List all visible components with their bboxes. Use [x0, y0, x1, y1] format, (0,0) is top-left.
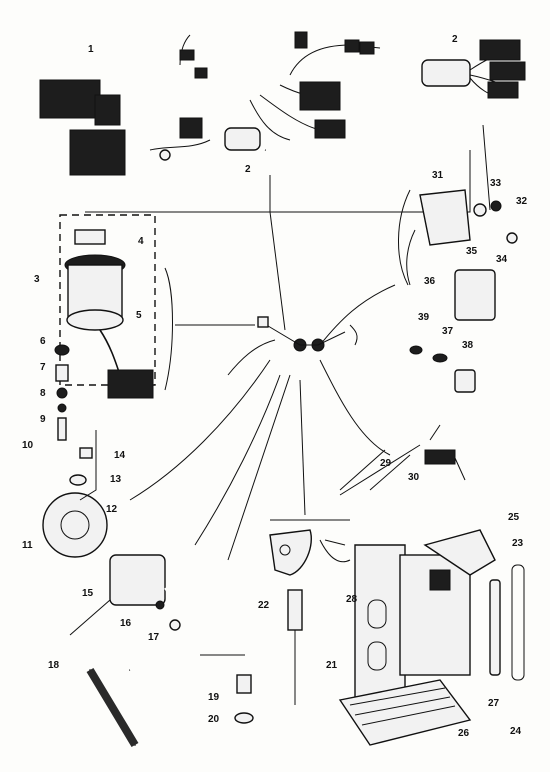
callout-11: 11	[22, 540, 33, 551]
callout-27: 27	[488, 698, 500, 709]
callout-4: 4	[138, 236, 144, 247]
callout-18: 18	[48, 660, 60, 671]
callout-33: 33	[490, 178, 502, 189]
callout-9: 9	[40, 414, 46, 425]
callout-8: 8	[40, 388, 46, 399]
fastener-stack	[54, 344, 70, 441]
center-junction	[227, 316, 346, 376]
callout-2: 2	[452, 34, 458, 45]
callout-7: 7	[40, 362, 46, 373]
callout-21: 21	[326, 660, 338, 671]
callout-20: 20	[208, 714, 220, 725]
horn	[42, 359, 271, 558]
callout-14: 14	[114, 450, 126, 461]
callout-24: 24	[510, 726, 522, 737]
callout-2b: 2	[245, 164, 251, 175]
callout-22: 22	[258, 600, 270, 611]
callout-36: 36	[424, 276, 436, 287]
callout-19: 19	[208, 692, 220, 703]
callout-39: 39	[418, 312, 430, 323]
callout-34: 34	[496, 254, 508, 265]
callout-1: 1	[88, 44, 94, 55]
callout-labels: 1 2 2 3 4 5 6 7 8 9 10 11 12 13 14 15 16…	[22, 34, 528, 739]
callout-30: 30	[408, 472, 420, 483]
callout-29: 29	[380, 458, 392, 469]
rectifier-group	[319, 124, 518, 393]
wire-harness	[39, 31, 526, 176]
relay-group	[319, 359, 466, 496]
callout-25: 25	[508, 512, 520, 523]
harness-bracket	[85, 150, 471, 213]
callout-17: 17	[148, 632, 160, 643]
callout-35: 35	[466, 246, 478, 257]
callout-3: 3	[34, 274, 40, 285]
callout-6: 6	[40, 336, 46, 347]
callout-32: 32	[516, 196, 528, 207]
ignition-coil	[69, 374, 281, 748]
callout-23: 23	[512, 538, 524, 549]
callout-13: 13	[110, 474, 122, 485]
callout-26: 26	[458, 728, 470, 739]
battery-box	[338, 449, 525, 746]
callout-10: 10	[22, 440, 34, 451]
callout-38: 38	[462, 340, 474, 351]
callout-16: 16	[120, 618, 132, 629]
callout-15: 15	[82, 588, 94, 599]
callout-31: 31	[432, 170, 444, 181]
bracket-and-lead	[269, 379, 351, 705]
callout-37: 37	[442, 326, 454, 337]
callout-5: 5	[136, 310, 142, 321]
callout-12: 12	[106, 504, 118, 515]
plug-cap-group	[200, 374, 291, 724]
main-switch-group	[59, 214, 255, 399]
callout-28: 28	[346, 594, 358, 605]
